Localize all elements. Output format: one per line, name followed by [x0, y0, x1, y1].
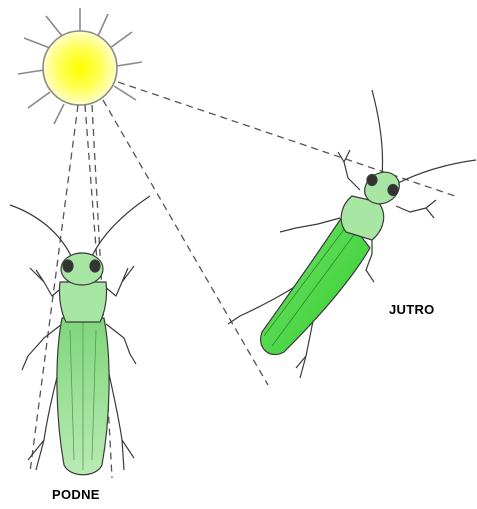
- front-leg-right: [396, 200, 436, 218]
- morning-beam-top: [118, 82, 455, 196]
- middle-leg-left: [22, 324, 62, 370]
- front-leg-right: [104, 266, 134, 296]
- antenna-a: [372, 90, 383, 176]
- thorax: [59, 282, 106, 322]
- front-leg-top: [338, 150, 360, 190]
- grasshopper-noon: [10, 196, 150, 475]
- sun-icon: [18, 8, 142, 124]
- eye-left: [63, 260, 73, 272]
- middle-leg-right: [106, 324, 136, 364]
- antenna-right: [92, 196, 150, 256]
- antenna-left: [10, 205, 72, 258]
- label-noon: PODNE: [52, 487, 100, 502]
- label-morning: JUTRO: [389, 302, 435, 317]
- grasshopper-morning: [228, 90, 476, 378]
- morning-beam-bottom: [103, 100, 268, 385]
- eye-b: [388, 185, 398, 196]
- eye-right: [90, 260, 100, 272]
- eye-a: [367, 175, 377, 186]
- middle-leg-left: [280, 218, 340, 232]
- sun-disc: [43, 31, 117, 105]
